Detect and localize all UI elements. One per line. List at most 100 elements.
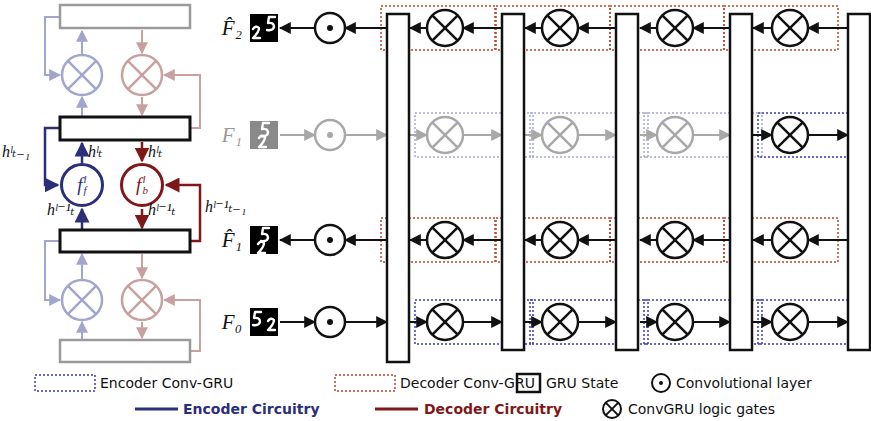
flow-arrow	[525, 321, 542, 323]
flow-arrow	[345, 321, 387, 323]
legend-text: Decoder Circuitry	[424, 400, 562, 418]
flow-arrow	[45, 241, 60, 300]
flow-arrow	[345, 27, 387, 29]
legend-swatch-encoder	[35, 375, 95, 391]
state-label: hˡ⁻¹ₜ₋₁	[205, 197, 246, 216]
flow-arrow	[525, 27, 542, 29]
state-label: hˡ⁻¹ₜ	[148, 200, 175, 219]
flow-arrow	[345, 134, 387, 136]
flow-arrow	[640, 321, 657, 323]
gru-state	[848, 14, 870, 350]
gru-state	[60, 117, 190, 140]
frame-label: F₀	[222, 310, 242, 335]
flow-arrow	[141, 97, 143, 115]
flow-arrow	[693, 27, 730, 29]
flow-arrow	[578, 321, 616, 323]
gate-function: f	[77, 174, 82, 196]
frame-label: F̂₁	[222, 228, 242, 253]
flow-arrow	[280, 239, 315, 241]
flow-arrow	[693, 134, 730, 136]
flow-arrow	[81, 322, 83, 340]
frame-image	[250, 14, 278, 42]
flow-arrow	[808, 321, 848, 323]
convgru-gate-symbol	[657, 222, 693, 258]
flow-arrow	[141, 142, 144, 161]
flow-arrow	[81, 209, 84, 230]
state-label: hˡ⁻¹ₜ	[47, 200, 74, 219]
flow-arrow	[463, 134, 502, 136]
flow-arrow	[280, 134, 315, 136]
flow-arrow	[141, 254, 143, 278]
convgru-gate-symbol	[427, 117, 463, 153]
frame-node: F̂₁	[222, 226, 278, 254]
flow-arrow	[410, 27, 427, 29]
subscript: f	[84, 185, 87, 196]
convgru-gate-symbol	[772, 304, 808, 340]
state-label: hˡₜ₋₁	[2, 142, 30, 161]
gru-state	[60, 230, 190, 252]
flow-arrow	[280, 321, 315, 323]
flow-arrow	[141, 209, 144, 228]
gate-outline	[120, 163, 164, 207]
state-label: hˡₜ	[88, 142, 102, 161]
convgru-gate-symbol	[772, 10, 808, 46]
conv-layer-symbol	[315, 13, 345, 43]
flow-arrow	[463, 239, 502, 241]
flow-arrow	[345, 239, 387, 241]
gate-circle: flf	[60, 163, 104, 207]
legend-text: Encoder Circuitry	[183, 400, 320, 418]
gate-label: flb	[120, 163, 164, 207]
conv-layer-symbol	[315, 307, 345, 337]
convgru-gate-symbol	[542, 304, 578, 340]
flow-arrow	[463, 27, 502, 29]
flow-arrow	[141, 30, 143, 53]
frame-node: F₁	[222, 121, 278, 149]
convgru-gate-symbol	[657, 304, 693, 340]
flow-arrow	[463, 321, 502, 323]
flow-arrow	[81, 143, 84, 163]
gru-state	[502, 14, 524, 350]
gru-state-faded	[60, 5, 190, 28]
gru-state	[730, 14, 752, 350]
convgru-gate-symbol	[657, 10, 693, 46]
frame-node: F̂₂	[222, 14, 278, 42]
frame-image	[250, 308, 278, 336]
convgru-gate-symbol	[657, 117, 693, 153]
flow-arrow	[280, 27, 315, 29]
convgru-gate-symbol	[122, 280, 162, 320]
flow-arrow	[45, 17, 60, 75]
convgru-gate-symbol	[542, 222, 578, 258]
flow-arrow	[578, 239, 616, 241]
legend-text: ConvGRU logic gates	[628, 400, 775, 418]
flow-arrow	[141, 322, 143, 338]
index-stack: lb	[142, 174, 148, 196]
flow-arrow	[578, 134, 616, 136]
gru-state	[616, 14, 638, 350]
flow-arrow	[753, 321, 772, 323]
flow-arrow	[525, 239, 542, 241]
legend-text: Decoder Conv-GRU	[400, 374, 535, 392]
gate-function: f	[136, 174, 141, 196]
convgru-gate-symbol	[542, 117, 578, 153]
flow-arrow	[693, 321, 730, 323]
gru-state	[387, 14, 409, 362]
gate-label: flf	[60, 163, 104, 207]
convgru-gate-symbol	[122, 55, 162, 95]
flow-arrow	[640, 27, 657, 29]
legend-text: Convolutional layer	[676, 374, 812, 392]
flow-arrow	[410, 239, 427, 241]
frame-image	[250, 121, 278, 149]
flow-arrow	[45, 128, 60, 185]
flow-arrow	[808, 134, 848, 136]
state-label: hˡₜ	[148, 142, 162, 161]
flow-arrow	[808, 27, 848, 29]
frame-node: F₀	[222, 308, 278, 336]
legend-swatch-decoder	[335, 375, 395, 391]
conv-layer-symbol	[315, 120, 345, 150]
flow-arrow	[753, 239, 772, 241]
subscript: b	[142, 185, 148, 196]
superscript: l	[142, 174, 148, 185]
flow-arrow	[525, 134, 542, 136]
